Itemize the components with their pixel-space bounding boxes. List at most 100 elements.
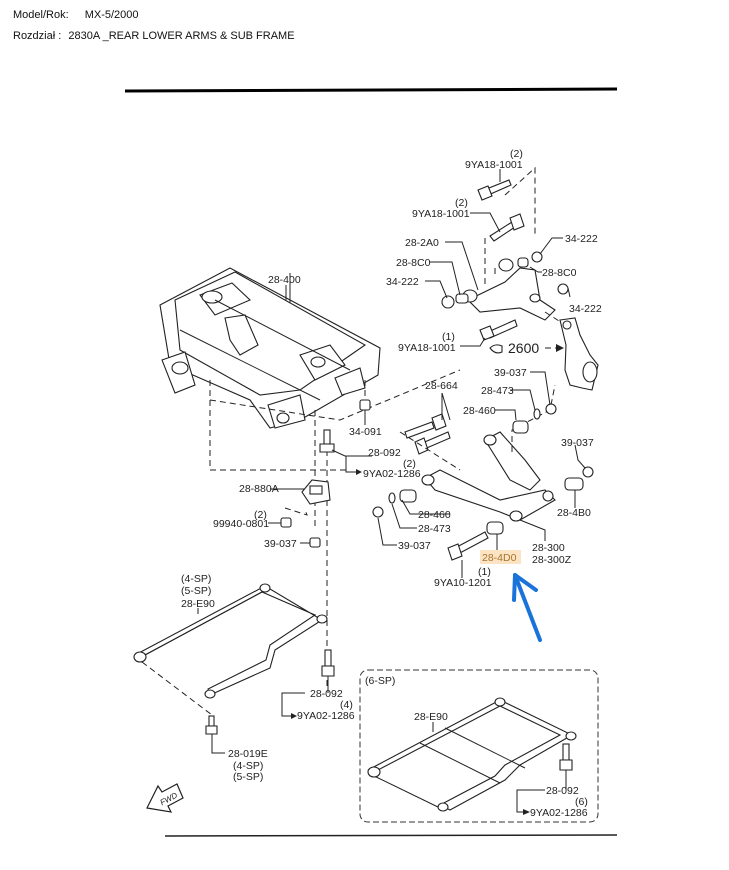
label-4-SP: (4-SP)	[181, 573, 211, 585]
bolt-9YA18-1001-top	[477, 179, 512, 201]
label-qty: (4)	[340, 699, 353, 711]
label-39-037: 39-037	[264, 538, 297, 550]
section-value: 2830A _REAR LOWER ARMS & SUB FRAME	[68, 30, 295, 42]
label-9YA18-1001: 9YA18-1001	[412, 208, 470, 220]
label-28-664: 28-664	[425, 380, 458, 392]
blue-arrow-icon	[512, 573, 542, 642]
brace-6sp-drawing	[367, 697, 577, 812]
label-28-092: 28-092	[368, 447, 401, 459]
section-label: Rozdział :	[13, 30, 62, 42]
guide-line	[399, 431, 461, 471]
label-28-880A: 28-880A	[239, 483, 279, 495]
model-label: Model/Rok:	[13, 9, 69, 21]
mount-28-880A	[270, 479, 331, 505]
bush-28-4B0	[564, 477, 584, 491]
bush-28-8C0-right	[517, 257, 529, 268]
fwd-arrow-icon: FWD	[146, 783, 184, 813]
section-row: Rozdział : 2830A _REAR LOWER ARMS & SUB …	[13, 30, 295, 42]
model-value: MX-5/2000	[84, 9, 139, 21]
bush-28-460-top	[512, 420, 529, 434]
label-qty: (1)	[442, 331, 455, 343]
screw-28-019E	[205, 715, 225, 754]
label-34-091: 34-091	[349, 426, 382, 438]
model-row: Model/Rok: MX-5/2000	[13, 9, 139, 21]
label-34-222: 34-222	[565, 233, 598, 245]
guide-line	[209, 369, 461, 421]
nut-99940-0801	[268, 507, 308, 528]
bolt-9YA10-1201	[447, 531, 489, 561]
label-28-092: 28-092	[310, 688, 343, 700]
label-34-222: 34-222	[386, 276, 419, 288]
label-28-460: 28-460	[418, 509, 451, 521]
label-28-300: 28-300	[532, 542, 565, 554]
nut-34-222-left	[441, 295, 455, 309]
nut-34-222-right	[557, 283, 569, 295]
label-28-300Z: 28-300Z	[532, 554, 572, 566]
bolt-9YA18-1001-low	[479, 319, 518, 341]
label-28-400: 28-400	[268, 274, 301, 286]
label-qty: (2)	[510, 148, 523, 160]
lower-arm-drawing	[421, 431, 556, 522]
bottom-rule	[164, 834, 618, 837]
label-qty: (2)	[455, 197, 468, 209]
bolt-9YA18-1001-mid	[489, 213, 525, 242]
knuckle-ref-pointer	[489, 344, 564, 354]
top-rule	[124, 87, 618, 93]
nut-39-037-mount	[300, 537, 321, 548]
label-28-473: 28-473	[418, 523, 451, 535]
bolt-28-092	[319, 429, 372, 475]
bolt-28-092-sp6	[516, 743, 573, 815]
label-5-SP: (5-SP)	[181, 585, 211, 597]
label-9YA02-1286: 9YA02-1286	[530, 807, 588, 819]
guide-line	[209, 380, 350, 471]
label-qty: (1)	[478, 566, 491, 578]
nut-39-037-right	[582, 466, 594, 478]
subframe-drawing	[159, 267, 381, 429]
label-28-2A0: 28-2A0	[405, 237, 439, 249]
leader-lines	[285, 169, 586, 578]
highlight-box	[480, 550, 521, 564]
label-39-037: 39-037	[398, 540, 431, 552]
label-28-E90: 28-E90	[414, 711, 448, 723]
bolt-28-092-brace	[281, 649, 335, 719]
bush-28-8C0-left	[455, 293, 469, 304]
label-9YA02-1286: 9YA02-1286	[363, 468, 421, 480]
label-2600: 2600	[508, 340, 539, 356]
label-28-8C0: 28-8C0	[542, 267, 577, 279]
label-28-019E: 28-019E	[228, 748, 268, 760]
label-qty: (6)	[575, 796, 588, 808]
label-9YA18-1001: 9YA18-1001	[465, 159, 523, 171]
nut-34-091	[359, 399, 371, 425]
bush-28-4D0	[486, 521, 504, 535]
label-qty: (2)	[403, 458, 416, 470]
label-28-E90: 28-E90	[181, 598, 215, 610]
label-9YA10-1201: 9YA10-1201	[434, 577, 492, 589]
knuckle-2600	[559, 317, 599, 391]
label-28-460: 28-460	[463, 405, 496, 417]
label-28-473: 28-473	[481, 385, 514, 397]
label-qty: (2)	[254, 509, 267, 521]
nut-34-222-top	[531, 251, 543, 263]
label-39-037: 39-037	[561, 437, 594, 449]
nut-39-037-front	[372, 506, 384, 518]
label-28-4D0-highlighted: 28-4D0	[482, 552, 517, 564]
label-4-SP: (4-SP)	[233, 760, 263, 772]
washer-28-473-front	[388, 492, 396, 504]
brace-4sp-drawing	[133, 583, 328, 699]
sp6-box	[359, 669, 599, 823]
label-28-4B0: 28-4B0	[557, 507, 591, 519]
guide-line	[511, 384, 556, 452]
label-99940-0801: 99940-0801	[213, 518, 269, 530]
label-28-092: 28-092	[546, 785, 579, 797]
label-9YA18-1001: 9YA18-1001	[398, 342, 456, 354]
label-9YA02-1286: 9YA02-1286	[297, 710, 355, 722]
washer-28-473-top	[533, 408, 541, 420]
label-5-SP: (5-SP)	[233, 771, 263, 783]
label-39-037: 39-037	[494, 367, 527, 379]
label-6-SP: (6-SP)	[365, 675, 395, 687]
bush-28-460-front	[399, 489, 417, 503]
label-34-222: 34-222	[569, 303, 602, 315]
guide-line	[141, 661, 213, 716]
bolt-28-664	[404, 413, 451, 455]
